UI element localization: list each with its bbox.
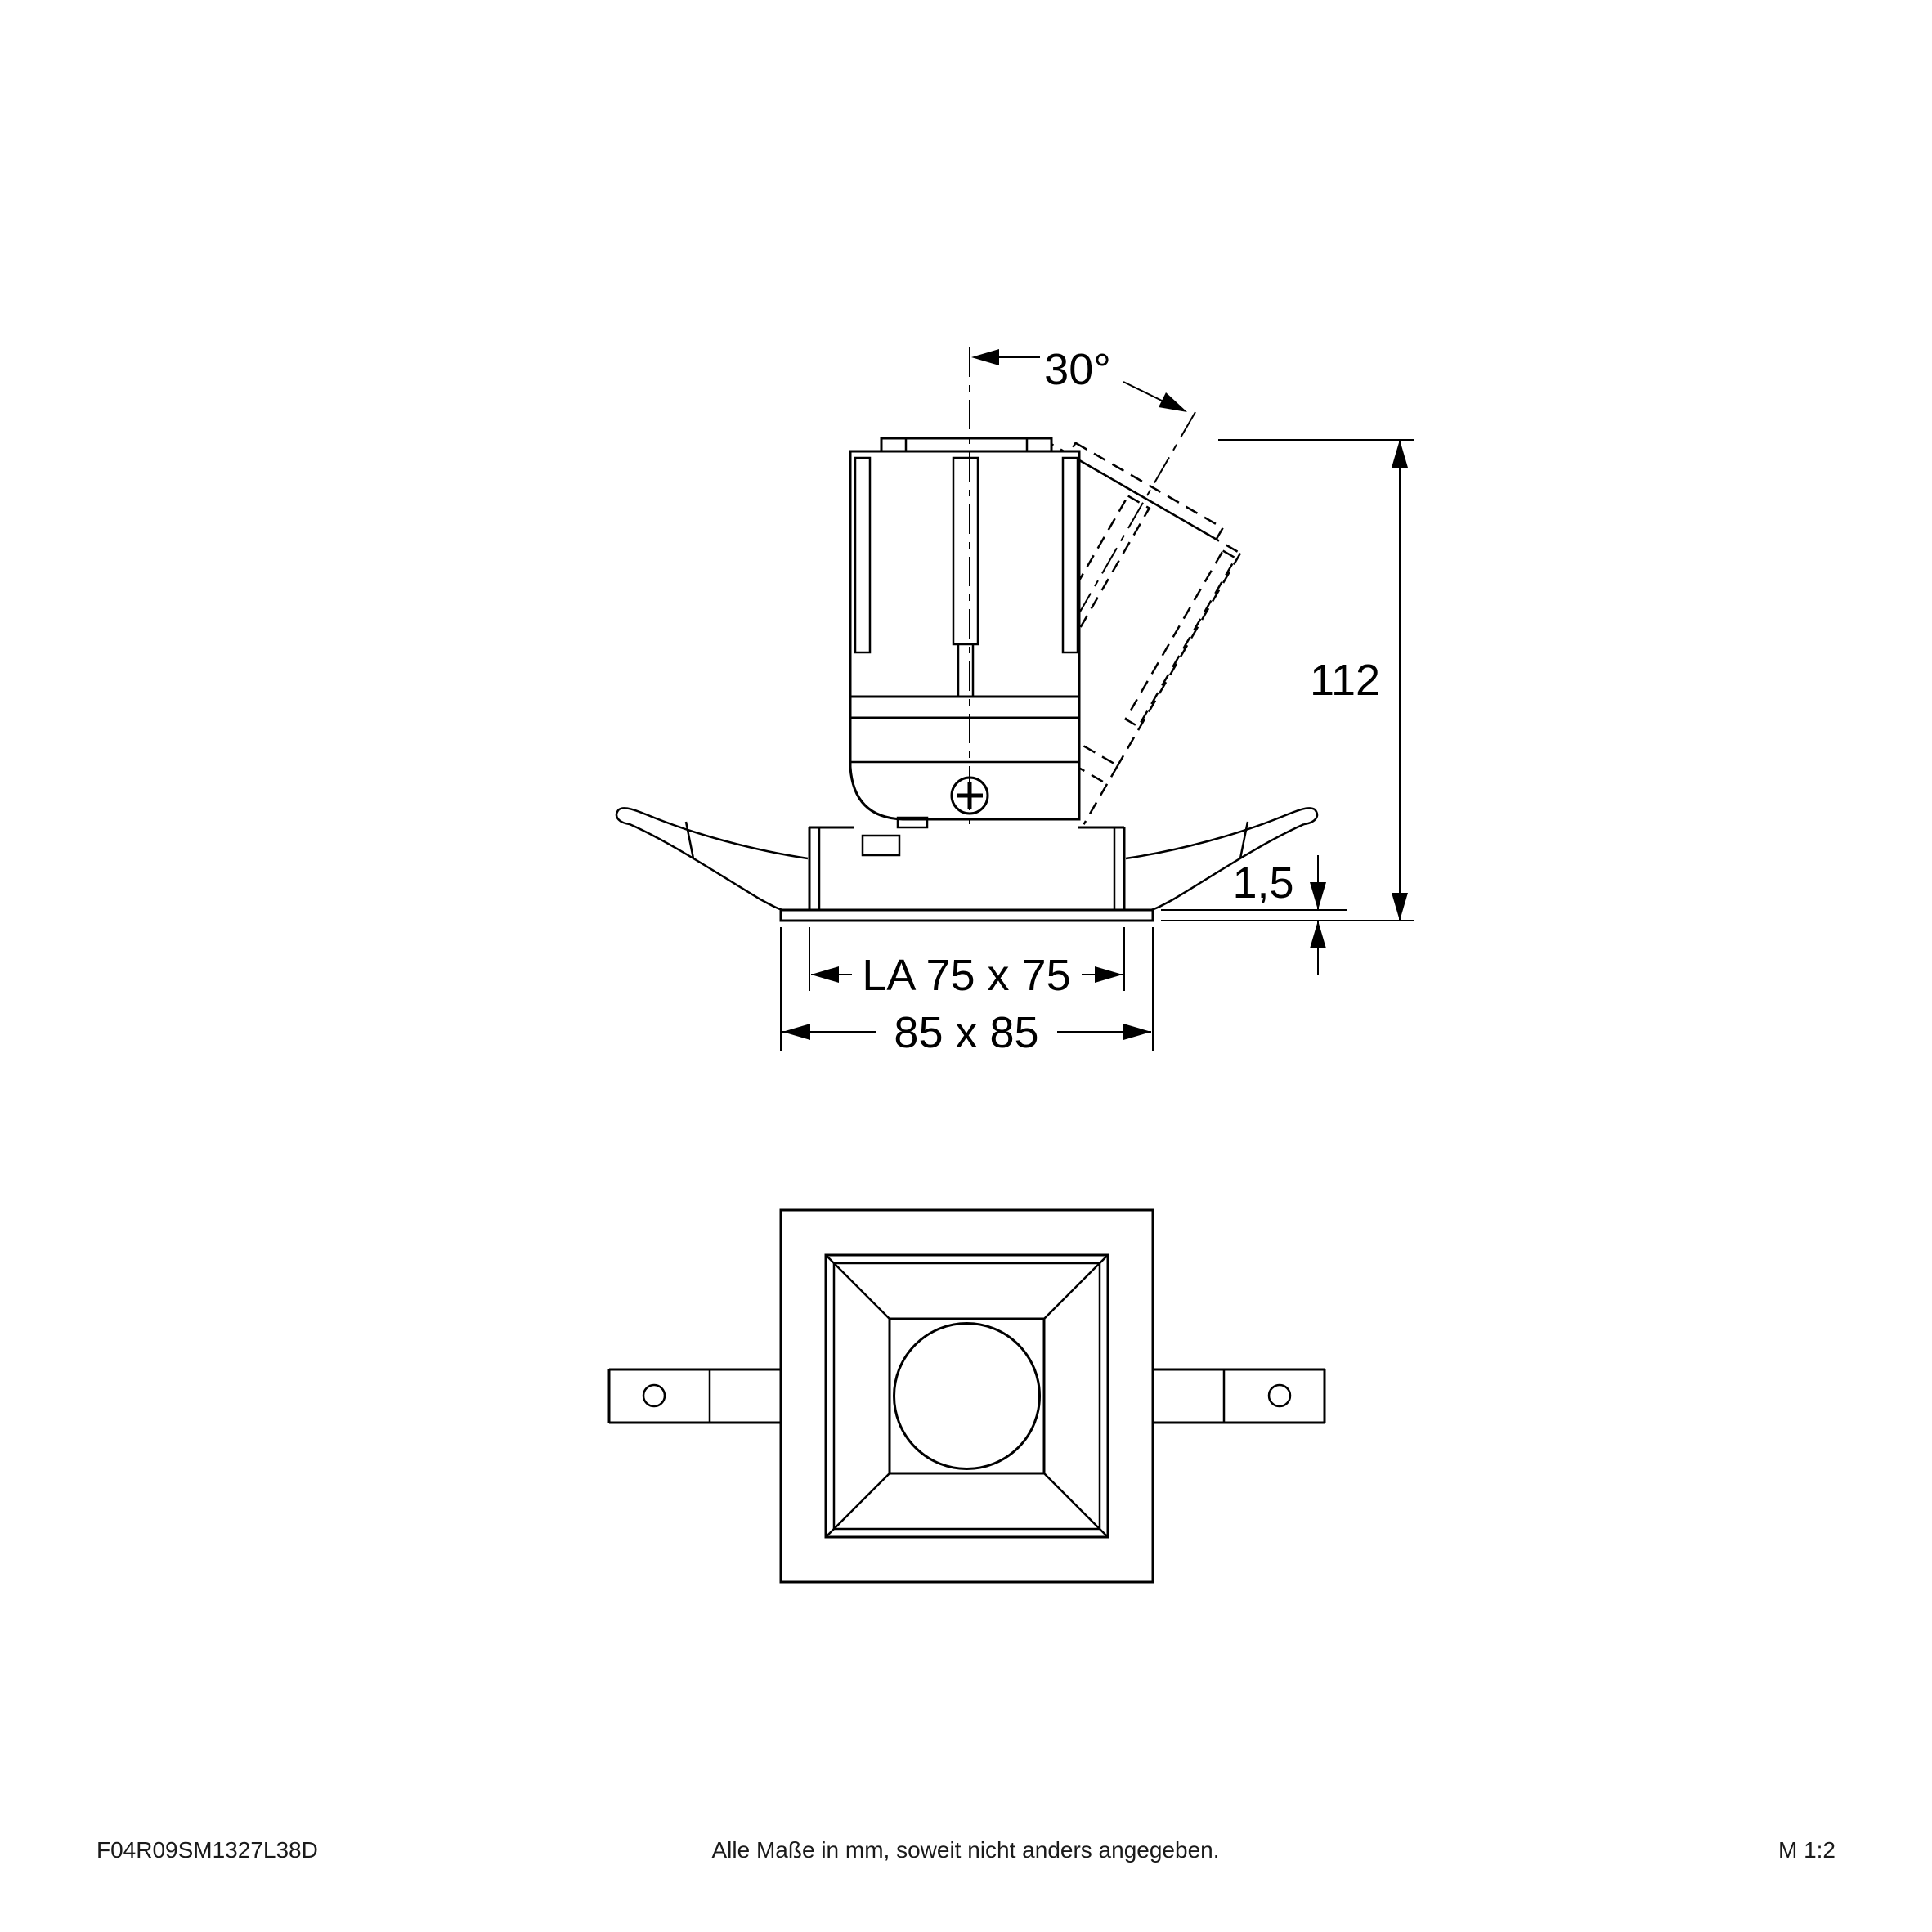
heatsink-slot-center	[952, 456, 979, 646]
heatsink-fin-right	[1061, 456, 1079, 654]
height-dimension: 112	[1161, 439, 1414, 921]
arrowhead-right	[1095, 966, 1123, 983]
trim-flange	[779, 908, 1154, 922]
article-code: F04R09SM1327L38D	[96, 1837, 318, 1863]
led-module	[849, 437, 1081, 829]
dimension-note: Alle Maße in mm, soweit nicht anders ang…	[712, 1837, 1220, 1863]
plan-view	[607, 1208, 1326, 1584]
tilt-dimension: 30°	[971, 345, 1187, 412]
plan-reflector	[824, 1253, 1109, 1539]
mounting-spring-left	[615, 807, 809, 912]
recessed-housing	[808, 826, 1126, 910]
flange-thickness-dimension: 1,5	[1161, 855, 1347, 975]
cutout-dimension: LA 75 x 75	[809, 927, 1125, 1000]
overall-dimension: 85 x 85	[780, 927, 1154, 1057]
front-view: 30° 112 1,5 LA 75 x 75	[615, 345, 1414, 1057]
flange-thickness-label: 1,5	[1232, 858, 1293, 908]
arrowhead-left	[782, 1024, 810, 1040]
mounting-spring-right	[1125, 807, 1319, 912]
height-label: 112	[1310, 656, 1380, 705]
module-foot-tab	[896, 816, 929, 829]
terminal-clip	[861, 834, 901, 857]
arrowhead-tilted	[1159, 392, 1187, 412]
screw-hole-right	[1267, 1383, 1292, 1408]
overall-label: 85 x 85	[894, 1008, 1038, 1057]
heatsink-fin-left	[854, 456, 872, 654]
arrowhead-right	[1123, 1024, 1151, 1040]
arrowhead-down	[1310, 882, 1326, 910]
arrowhead-up	[1392, 440, 1408, 468]
tilt-angle-label: 30°	[1044, 345, 1111, 394]
arrowhead-left	[811, 966, 839, 983]
arrowhead-left	[971, 349, 999, 365]
arrowhead-down	[1392, 893, 1408, 921]
footer: F04R09SM1327L38D Alle Maße in mm, soweit…	[96, 1837, 1836, 1863]
mounting-arm-right	[1153, 1368, 1326, 1424]
arrowhead-up	[1310, 921, 1326, 948]
scale-label: M 1:2	[1778, 1837, 1836, 1863]
screw-hole-left	[642, 1383, 666, 1408]
reflector-base-square	[888, 1317, 1046, 1475]
mounting-arm-left	[607, 1368, 781, 1424]
plan-lens-circle	[893, 1322, 1041, 1470]
module-body	[849, 450, 1081, 821]
cutout-label: LA 75 x 75	[862, 951, 1070, 1000]
